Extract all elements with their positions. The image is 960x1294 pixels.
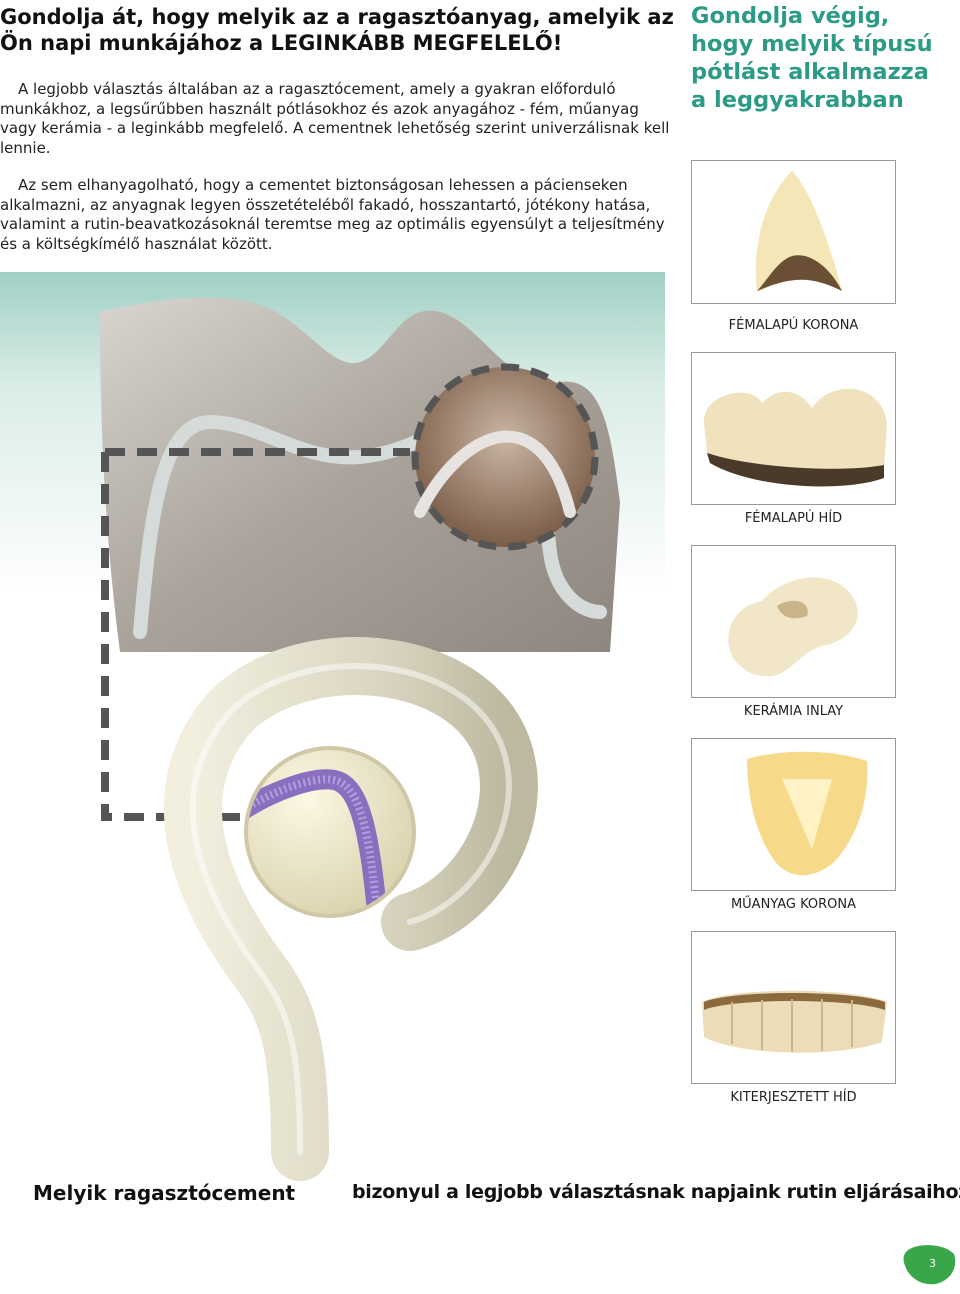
label-extended-bridge: KITERJESZTETT HÍD xyxy=(730,1090,857,1105)
bottom-question-part2: bizonyul a legjobb választásnak napjaink… xyxy=(352,1181,960,1203)
page-number: 3 xyxy=(929,1257,936,1270)
metal-bridge-image xyxy=(691,352,896,505)
side-title: Gondolja végig, hogy melyik típusú pótlá… xyxy=(691,3,933,113)
metal-crown-image xyxy=(691,160,896,304)
label-metal-crown: FÉMALAPÚ KORONA xyxy=(728,318,859,333)
ceramic-inlay-image xyxy=(691,545,896,698)
page-badge-icon xyxy=(900,1240,958,1288)
paragraph-2: Az sem elhanyagolható, hogy a cementet b… xyxy=(0,176,665,253)
paragraph-1: A legjobb választás általában az a ragas… xyxy=(0,80,670,157)
label-ceramic-inlay: KERÁMIA INLAY xyxy=(743,704,844,719)
tooth-illustration xyxy=(0,272,665,1192)
label-metal-bridge: FÉMALAPÚ HÍD xyxy=(744,511,843,526)
plastic-crown-image xyxy=(691,738,896,891)
bottom-question-part1: Melyik ragasztócement xyxy=(33,1181,296,1205)
headline: Gondolja át, hogy melyik az a ragasztóan… xyxy=(0,5,674,55)
extended-bridge-image xyxy=(691,931,896,1084)
label-plastic-crown: MŰANYAG KORONA xyxy=(730,897,857,912)
